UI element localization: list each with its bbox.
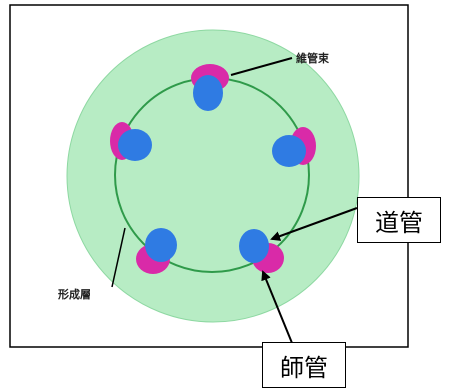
- phloem-arrow: [261, 270, 293, 344]
- xylem-label: 道管: [375, 208, 423, 237]
- stem-cortex: [66, 29, 360, 323]
- cambium-leader: [111, 227, 126, 288]
- xylem-part: [193, 75, 223, 111]
- vascular-bundle-top: [191, 64, 229, 111]
- xylem-part: [118, 129, 152, 161]
- vascular-bundle-label: 維管束: [296, 51, 330, 65]
- vascular-bundle-upper-right: [272, 127, 316, 167]
- phloem-label: 師管: [280, 353, 328, 382]
- xylem-arrow: [270, 207, 358, 241]
- xylem-part: [272, 135, 306, 167]
- vascular-bundle-upper-left: [110, 122, 152, 161]
- xylem-part: [239, 229, 269, 263]
- xylem-label-box: 道管: [357, 197, 441, 243]
- vascular-bundle-leader: [230, 57, 293, 76]
- cambium-label: 形成層: [58, 287, 91, 301]
- phloem-label-box: 師管: [262, 342, 346, 388]
- xylem-part: [145, 228, 177, 262]
- vascular-bundle-lower-left: [136, 228, 177, 274]
- vascular-bundle-lower-right: [239, 229, 284, 273]
